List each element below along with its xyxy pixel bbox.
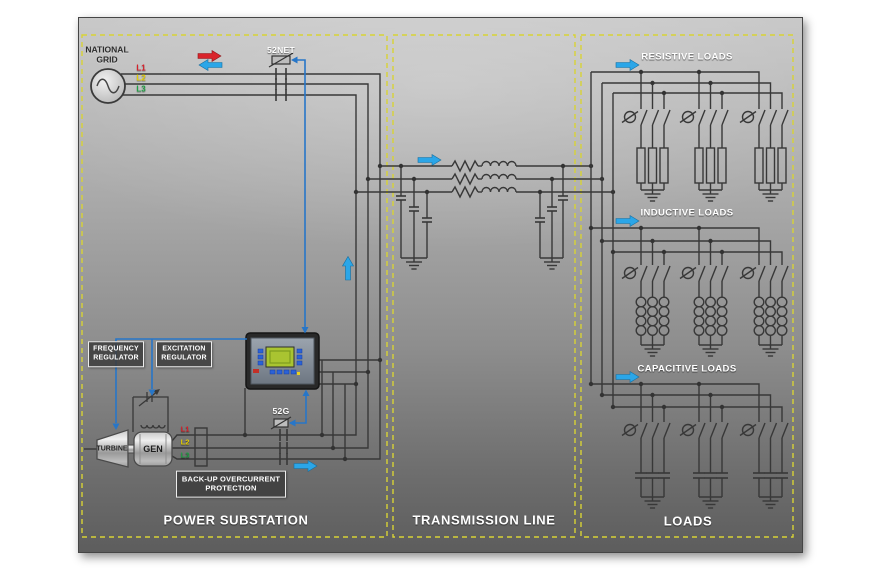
sine-wave-icon — [96, 78, 120, 94]
capacitive-flow-arrow-icon — [615, 370, 640, 384]
capacitive-loads-title: CAPACITIVE LOADS — [637, 363, 737, 375]
generator-shape — [133, 431, 173, 467]
load-banks-network — [588, 69, 789, 509]
generator-flow-arrow-icon — [293, 459, 318, 473]
loads-section-title: LOADS — [663, 513, 713, 529]
substation-section-title: POWER SUBSTATION — [163, 512, 309, 528]
grid-breaker-symbol-icon — [268, 52, 294, 68]
grid-breaker-label: 52NET — [267, 45, 295, 55]
field-winding-icon — [140, 424, 166, 429]
inductive-flow-arrow-icon — [615, 214, 640, 228]
phase-l3-conductor — [123, 94, 357, 442]
loads-section-border — [580, 34, 794, 538]
flow-arrows — [197, 49, 640, 473]
transmission-section-title: TRANSMISSION LINE — [412, 512, 556, 528]
grid-phase-l2-label: L2 — [136, 73, 146, 83]
transmission-line-network — [353, 159, 616, 270]
diagram-panel — [78, 17, 803, 553]
excitation-circuit — [132, 390, 169, 432]
generator-breaker-label: 52G — [272, 406, 290, 416]
gen-phase-l2-label: L2 — [180, 437, 190, 447]
export-flow-arrow-icon — [197, 49, 222, 63]
phase-conductors — [121, 73, 381, 460]
protection-relay-device — [245, 332, 320, 390]
junction-dots — [242, 357, 383, 462]
grid-breaker-contacts — [275, 68, 287, 101]
relay-yellow-led — [297, 372, 300, 375]
national-grid-line1: NATIONAL — [85, 44, 129, 55]
substation-section-border — [81, 34, 388, 538]
transmission-flow-arrow-icon — [417, 153, 442, 167]
turbine-label: TURBINE — [96, 445, 128, 453]
generator-label: GEN — [143, 444, 163, 454]
import-flow-arrow-icon — [198, 58, 223, 72]
excitation-regulator-label: EXCITATION REGULATOR — [156, 341, 212, 367]
inductive-loads-title: INDUCTIVE LOADS — [640, 207, 734, 219]
generator-breaker-contacts — [279, 429, 288, 465]
national-grid-line2: GRID — [96, 54, 118, 64]
backup-protection-label: BACK-UP OVERCURRENT PROTECTION — [176, 470, 286, 498]
substation-up-flow-arrow-icon — [341, 255, 355, 281]
relay-red-marking — [253, 369, 259, 373]
grid-phase-l3-label: L3 — [136, 84, 146, 94]
control-arrowheads — [112, 56, 310, 430]
generator-breaker-symbol-icon — [270, 416, 292, 430]
resistive-loads-title: RESISTIVE LOADS — [641, 51, 733, 63]
gen-phase-l3-label: L3 — [180, 450, 190, 460]
relay-buttons — [257, 348, 303, 375]
phase-l1-conductor — [121, 73, 381, 460]
frequency-regulator-label: FREQUENCY REGULATOR — [88, 341, 144, 367]
gen-phase-l1-label: L1 — [180, 424, 190, 434]
shaft-coupling — [127, 444, 135, 454]
overcurrent-ct-box — [194, 427, 208, 467]
turbine-shape — [96, 429, 129, 468]
grid-phase-l1-label: L1 — [136, 63, 146, 73]
relay-sensing-wires — [244, 359, 380, 459]
resistive-flow-arrow-icon — [615, 58, 640, 72]
phase-l2-conductor — [125, 83, 369, 449]
relay-screen — [265, 346, 295, 368]
national-grid-label: NATIONAL GRID — [72, 45, 142, 64]
transmission-section-border — [392, 34, 576, 538]
national-grid-source-icon — [90, 68, 126, 104]
